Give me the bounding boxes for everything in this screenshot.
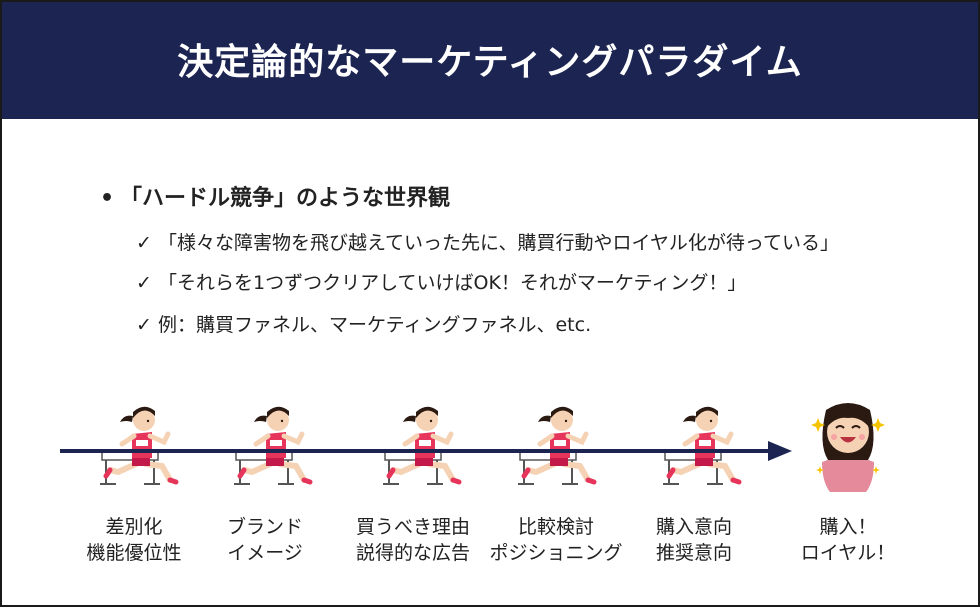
sparkle-icon (811, 418, 825, 432)
happy-customer-illustration (811, 403, 885, 492)
runner-illustration (389, 407, 459, 482)
main-bullet-text: 「ハードル競争」のような世界観 (120, 186, 451, 211)
sub-bullet-2: ✓ 「それらを1つずつクリアしていけばOK！それがマーケティング！」 (136, 268, 746, 295)
sub-bullet-text: 「様々な障害物を飛び越えていった先に、購買行動やロイヤル化が待っている」 (158, 232, 839, 254)
runner-illustration (524, 407, 594, 482)
stage-label-brand: ブランド イメージ (226, 516, 303, 564)
stage-label-differentiation: 差別化 機能優位性 (86, 516, 182, 564)
slide-title: 決定論的なマーケティングパラダイム (177, 41, 803, 83)
progress-arrow (60, 441, 792, 461)
header-bar: 決定論的なマーケティングパラダイム (2, 2, 978, 119)
runner-illustration (106, 407, 176, 482)
stage-label-purchase-intent: 購入意向 推奨意向 (655, 516, 732, 564)
hurdle-race-illustration (60, 403, 885, 492)
stage-label-loyalty: 購入！ ロイヤル！ (800, 516, 896, 564)
main-bullet: •「ハードル競争」のような世界観 (100, 180, 450, 212)
sub-bullet-text: 例：購買ファネル、マーケティングファネル、etc. (158, 314, 592, 336)
bullet-dot-icon: • (100, 186, 115, 211)
sub-bullet-1: ✓ 「様々な障害物を飛び越えていった先に、購買行動やロイヤル化が待っている」 (136, 228, 839, 255)
check-icon: ✓ (136, 232, 152, 254)
sub-bullet-text: 「それらを1つずつクリアしていけばOK！それがマーケティング！」 (158, 272, 747, 294)
check-icon: ✓ (136, 272, 152, 294)
sparkle-icon (816, 466, 824, 474)
stage-label-reason-to-buy: 買うべき理由 説得的な広告 (355, 516, 470, 564)
runner-illustration (669, 407, 739, 482)
sub-bullet-3: ✓ 例：購買ファネル、マーケティングファネル、etc. (136, 310, 591, 337)
stage-label-comparison: 比較検討 ポジショニング (489, 516, 623, 564)
runner-illustration (240, 407, 310, 482)
sparkle-icon (871, 418, 885, 432)
sparkle-icon (872, 466, 880, 474)
check-icon: ✓ (136, 314, 152, 336)
